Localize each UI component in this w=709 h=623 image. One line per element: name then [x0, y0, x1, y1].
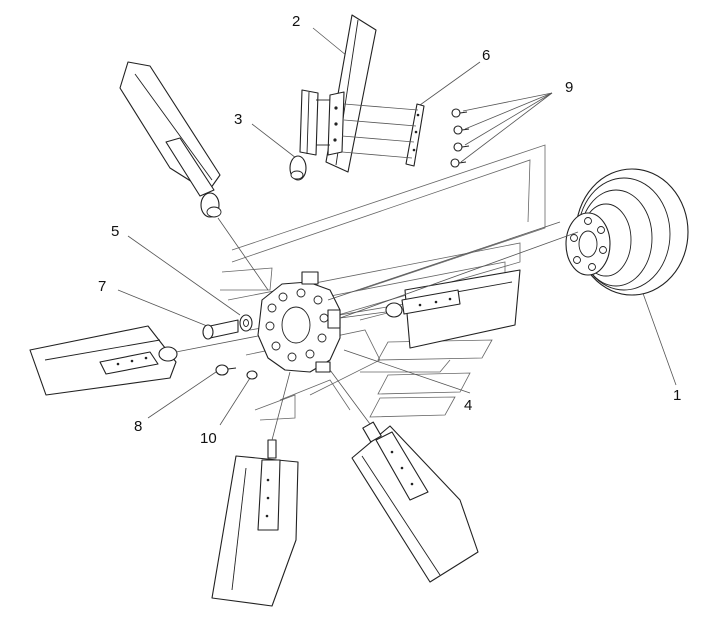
- callout-10: 10: [200, 430, 217, 447]
- pin: [246, 370, 258, 380]
- callout-1: 1: [673, 387, 681, 404]
- bolt: [202, 319, 239, 340]
- callout-3: 3: [234, 111, 242, 128]
- screw: [451, 108, 468, 118]
- upper-left-blade: [119, 61, 269, 291]
- washer: [239, 314, 253, 332]
- callout-4: 4: [464, 397, 472, 414]
- screw: [450, 158, 467, 168]
- screw: [453, 142, 470, 152]
- left-blade: [29, 325, 259, 396]
- bottom-left-blade: [211, 371, 299, 607]
- callout-2: 2: [292, 13, 300, 30]
- central-hub: [257, 271, 341, 373]
- callout-7: 7: [98, 278, 106, 295]
- screw: [453, 125, 470, 135]
- upper-hinge-bracket: [289, 89, 345, 181]
- alignment-line: [339, 231, 579, 319]
- right-blade: [339, 269, 521, 349]
- pulley-disc: [565, 168, 689, 296]
- nut: [215, 364, 237, 376]
- screws: [450, 108, 470, 168]
- alignment-line: [327, 221, 561, 301]
- callout-6: 6: [482, 47, 490, 64]
- callout-9: 9: [565, 79, 573, 96]
- callout-5: 5: [111, 223, 119, 240]
- bottom-right-blade: [329, 369, 479, 583]
- callouts: 1 2 3 4 5 6 7 8 9 10: [98, 13, 681, 447]
- callout-8: 8: [134, 418, 142, 435]
- backing-strip: [341, 103, 425, 167]
